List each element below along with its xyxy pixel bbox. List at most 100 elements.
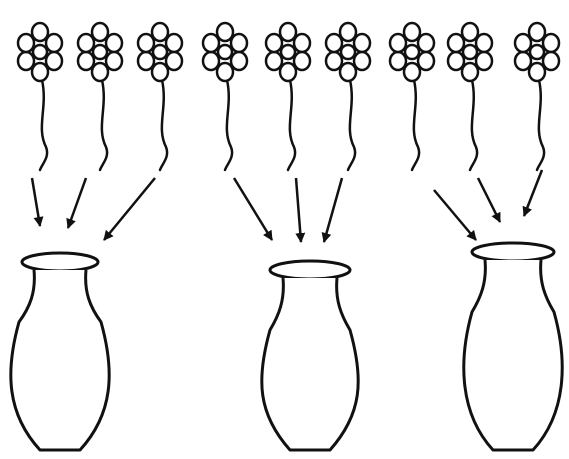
flower-petal	[30, 61, 50, 83]
flower-petal	[16, 50, 36, 72]
flower-petal	[215, 61, 235, 83]
flower-petal	[150, 61, 170, 83]
flower-petal	[201, 32, 221, 54]
flower-petal	[136, 32, 156, 54]
arrow-icon	[103, 177, 156, 241]
flower-petal	[150, 21, 170, 43]
flower-petal	[460, 21, 480, 43]
vase-icon	[9, 251, 111, 452]
flower-stem	[346, 78, 357, 172]
flower-stem	[468, 78, 479, 172]
flower-stem	[98, 78, 109, 172]
flower-petal	[44, 32, 64, 54]
arrow-icon	[476, 177, 502, 223]
arrow-icon	[433, 189, 477, 241]
flower-icon	[446, 21, 494, 172]
flower-petal	[474, 50, 494, 72]
flower-petal	[16, 32, 36, 54]
flower-petal	[90, 21, 110, 43]
flower-petal	[90, 61, 110, 83]
flower-petal	[104, 32, 124, 54]
flower-center	[528, 43, 546, 61]
flower-petal	[136, 50, 156, 72]
flower-petal	[201, 50, 221, 72]
flower-icon	[136, 21, 184, 172]
vases-row	[9, 241, 564, 452]
flower-petal	[44, 50, 64, 72]
flower-stem	[223, 78, 234, 172]
flower-petal	[104, 50, 124, 72]
flower-petal	[215, 21, 235, 43]
arrow-icon	[522, 169, 544, 217]
vase-icon	[462, 241, 564, 452]
flower-icon	[76, 21, 124, 172]
arrow-icon	[30, 177, 44, 227]
flower-petal	[474, 32, 494, 54]
flower-petal	[264, 50, 284, 72]
flower-icon	[264, 21, 312, 172]
flower-petal	[527, 21, 547, 43]
flower-petal	[513, 50, 533, 72]
flowers-row	[16, 21, 561, 172]
flower-stem	[158, 78, 169, 172]
arrow-icon	[232, 177, 274, 241]
flower-petal	[229, 32, 249, 54]
flower-petal	[402, 21, 422, 43]
flower-stem	[535, 78, 546, 172]
flower-petal	[416, 50, 436, 72]
flower-petal	[388, 50, 408, 72]
flower-icon	[324, 21, 372, 172]
flower-petal	[446, 50, 466, 72]
flower-icon	[16, 21, 64, 172]
flower-petal	[292, 50, 312, 72]
flower-petal	[338, 61, 358, 83]
flower-petal	[324, 32, 344, 54]
flower-petal	[446, 32, 466, 54]
flower-petal	[541, 50, 561, 72]
vase-rim	[20, 251, 100, 273]
flower-petal	[460, 61, 480, 83]
flower-petal	[164, 50, 184, 72]
flower-petal	[527, 61, 547, 83]
vase-body	[462, 259, 564, 452]
flower-petal	[229, 50, 249, 72]
flower-center	[339, 43, 357, 61]
flower-stem	[286, 78, 297, 172]
flower-petal	[388, 32, 408, 54]
arrow-icon	[321, 177, 344, 243]
arrow-icon	[294, 177, 306, 243]
flower-petal	[324, 50, 344, 72]
flower-petal	[76, 32, 96, 54]
flower-stem	[38, 78, 49, 172]
flower-petal	[264, 32, 284, 54]
vase-body	[260, 277, 360, 452]
flower-petal	[541, 32, 561, 54]
flower-petal	[513, 32, 533, 54]
flower-center	[461, 43, 479, 61]
flower-icon	[201, 21, 249, 172]
flower-center	[279, 43, 297, 61]
flower-center	[151, 43, 169, 61]
flower-stem	[410, 78, 421, 172]
flower-center	[216, 43, 234, 61]
flower-petal	[76, 50, 96, 72]
flower-center	[91, 43, 109, 61]
flower-center	[403, 43, 421, 61]
flower-petal	[278, 61, 298, 83]
flower-petal	[164, 32, 184, 54]
flower-icon	[388, 21, 436, 172]
flower-petal	[352, 50, 372, 72]
flower-petal	[30, 21, 50, 43]
flower-center	[31, 43, 49, 61]
vase-body	[9, 269, 111, 452]
vase-rim	[470, 241, 556, 263]
flower-petal	[292, 32, 312, 54]
flower-icon	[513, 21, 561, 172]
flower-petal	[338, 21, 358, 43]
flower-petal	[402, 61, 422, 83]
flower-petal	[278, 21, 298, 43]
vase-icon	[260, 259, 360, 452]
flower-petal	[416, 32, 436, 54]
